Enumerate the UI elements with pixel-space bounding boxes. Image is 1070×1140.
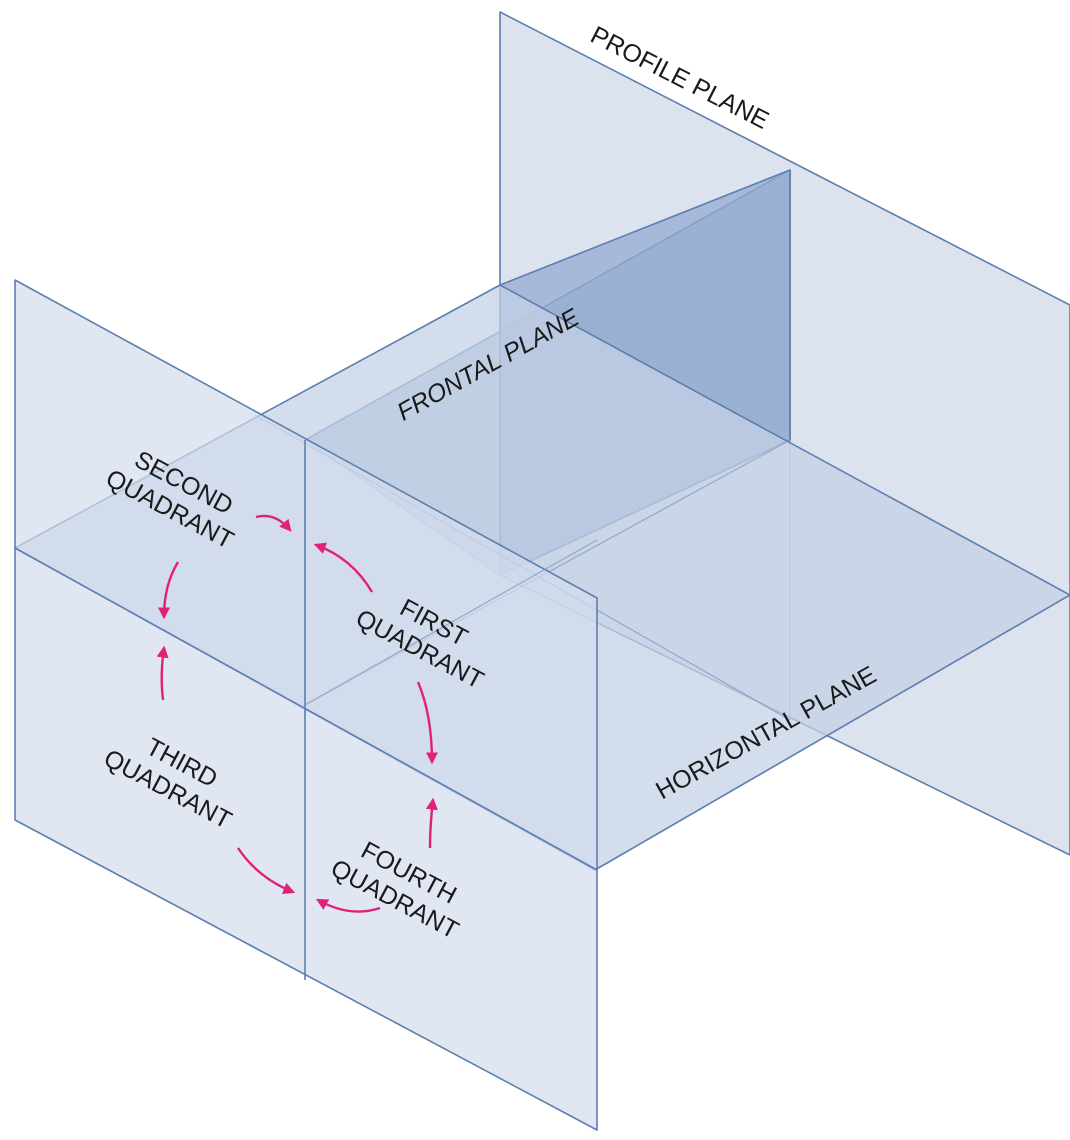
arrow-first-to-fourth	[416, 681, 438, 765]
arrow-second-to-first	[255, 514, 292, 532]
arrow-third-to-fourth	[237, 847, 296, 895]
arrow-first-to-second	[313, 542, 374, 593]
arrow-fourth-to-first	[425, 797, 438, 849]
front-plane-diagonal-line	[304, 539, 598, 706]
arrow-second-to-third	[158, 561, 180, 620]
arrow-third-to-second	[156, 645, 169, 701]
front-plane-horizontal-line	[14, 547, 598, 871]
arrow-fourth-to-third	[315, 898, 381, 913]
